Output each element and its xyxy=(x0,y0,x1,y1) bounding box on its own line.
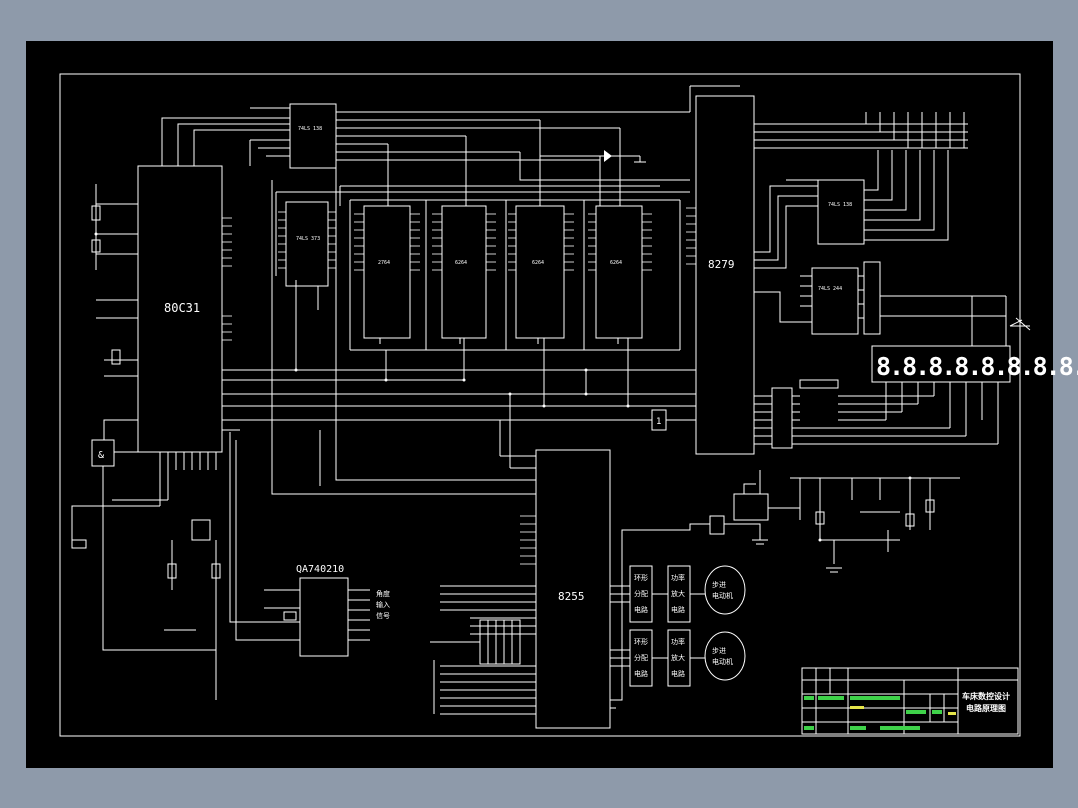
mem1-label: 2764 xyxy=(378,260,390,266)
motor-bot-circle xyxy=(704,631,746,681)
amp-bot-2: 放大 xyxy=(671,653,685,662)
memory-1-chip xyxy=(363,205,411,339)
driver-bot-1: 环形 xyxy=(634,638,648,646)
motor-bot-1: 步进 xyxy=(712,647,726,655)
mem2-label: 6264 xyxy=(455,260,467,266)
title-cell-green-4 xyxy=(906,710,926,714)
driver-top-2: 分配 xyxy=(634,589,648,598)
input-note-3: 信号 xyxy=(376,611,390,620)
dec-top-label: 74LS 138 xyxy=(298,126,322,132)
relay-box xyxy=(733,493,769,521)
buffer-bottom-chip xyxy=(771,387,793,449)
sheet-border xyxy=(59,73,1021,737)
seven-segment-display xyxy=(871,345,1011,383)
amp-top-3: 电路 xyxy=(671,605,685,614)
buffer-gate-2 xyxy=(191,519,211,541)
buf-label: 1 xyxy=(656,417,661,427)
title-cell-green-1 xyxy=(804,696,814,700)
title-cell-yellow-1 xyxy=(850,706,864,709)
resistor-array xyxy=(799,379,839,389)
latch-label: 74LS 373 xyxy=(296,236,320,242)
keyboard-controller-chip xyxy=(695,95,755,455)
gate-label: & xyxy=(98,450,104,461)
motor-bot-2: 电动机 xyxy=(712,657,733,666)
input-note-1: 角度 xyxy=(376,589,390,598)
title-cell-green-8 xyxy=(880,726,920,730)
decoder-right-chip xyxy=(817,179,865,245)
title-cell-green-3 xyxy=(850,696,900,700)
ppi-chip xyxy=(535,449,611,729)
cpu-label: 80C31 xyxy=(164,301,200,315)
title-line-2: 电路原理图 xyxy=(966,703,1006,713)
motor-top-circle xyxy=(704,565,746,615)
title-cell-green-7 xyxy=(850,726,866,730)
motor-top-2: 电动机 xyxy=(712,591,733,600)
amp-top-1: 功率 xyxy=(671,573,685,582)
cpu-chip xyxy=(137,165,223,453)
title-cell-green-5 xyxy=(932,710,942,714)
converter-chip xyxy=(299,577,349,657)
driver-bot-2: 分配 xyxy=(634,653,648,662)
input-note-2: 输入 xyxy=(376,600,390,609)
display-digits: 8.8.8.8.8.8.8.8. xyxy=(876,352,1078,381)
title-cell-green-6 xyxy=(804,726,814,730)
amp-top-2: 放大 xyxy=(671,589,685,598)
mem3-label: 6264 xyxy=(532,260,544,266)
kbd-label: 8279 xyxy=(708,258,735,271)
title-block xyxy=(801,667,1019,735)
motor-top-1: 步进 xyxy=(712,581,726,589)
title-cell-yellow-2 xyxy=(948,712,956,715)
driver-bot-3: 电路 xyxy=(634,669,648,678)
dec-right-label: 74LS 138 xyxy=(828,202,852,208)
title-line-1: 车床数控设计 xyxy=(962,691,1010,701)
conv-label: QA740210 xyxy=(296,564,344,575)
mem4-label: 6264 xyxy=(610,260,622,266)
title-cell-green-2 xyxy=(818,696,844,700)
driver-top-3: 电路 xyxy=(634,605,648,614)
optocoupler-box xyxy=(709,515,725,535)
amp-bot-3: 电路 xyxy=(671,669,685,678)
driver-mid-chip xyxy=(811,267,859,335)
amp-bot-1: 功率 xyxy=(671,637,685,646)
memory-4-chip xyxy=(595,205,643,339)
ppi-label: 8255 xyxy=(558,590,585,603)
mid-right-label: 74LS 244 xyxy=(818,286,842,292)
resistor-block xyxy=(863,261,881,335)
driver-top-1: 环形 xyxy=(634,574,648,582)
